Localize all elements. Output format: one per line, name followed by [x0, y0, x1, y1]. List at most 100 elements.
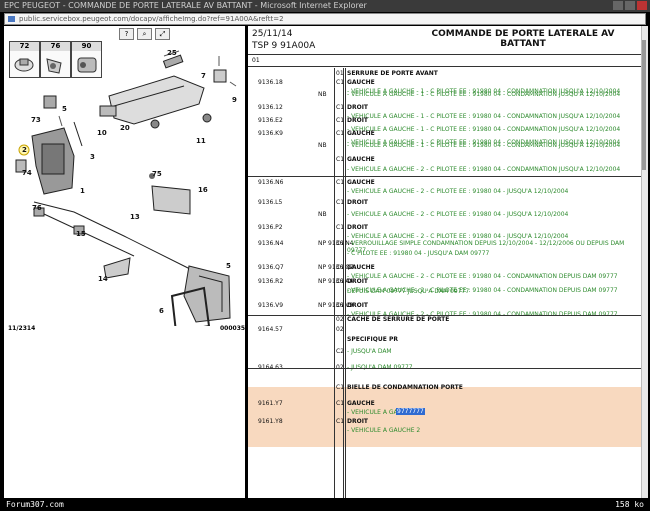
part-applicability: - VEHICULE A GAUCHE - 2 - C PILOTE EE : … — [347, 287, 618, 294]
part-reference: 9161.Y8 — [258, 418, 283, 425]
part-description: DROIT — [347, 278, 369, 285]
part-quantity: C1 — [336, 264, 345, 271]
parts-list-pane: 25/11/14 TSP 9 91A00A COMMANDE DE PORTE … — [248, 26, 641, 498]
part-description: GAUCHE — [347, 179, 375, 186]
handle-rod-shape — [162, 54, 184, 69]
callout-3: 3 — [90, 153, 95, 161]
part-applicability: - VERROUILLAGE SIMPLE CONDAMNATION DEPUI… — [347, 240, 625, 254]
part-description: BIELLE DE CONDAMNATION PORTE — [347, 384, 463, 391]
inner-handle-shape — [183, 265, 231, 323]
leader-lines — [58, 50, 237, 127]
thumbnail-90[interactable]: 90 — [71, 41, 102, 78]
part-description: SPECIFIQUE PR — [347, 336, 398, 343]
thumbnail-label: 76 — [41, 42, 70, 51]
callout-76: 76 — [32, 204, 42, 212]
close-icon[interactable] — [637, 1, 647, 10]
part-description: GAUCHE — [347, 130, 375, 137]
callout-74: 74 — [22, 169, 32, 177]
part-applicability: - VEHICULE A GAUCHE - 1 - C PILOTE EE : … — [347, 139, 621, 146]
part-reference: 9136.12 — [258, 104, 283, 111]
cable-line — [43, 213, 135, 257]
vertical-scrollbar[interactable] — [641, 26, 648, 498]
part-quantity: C1 — [336, 384, 345, 391]
column-divider — [343, 68, 344, 498]
bezel-part-shape — [170, 286, 211, 326]
model-code: TSP 9 91A00A — [252, 41, 316, 51]
part-applicability: - VEHICULE A GAUCHE - 1 - C PILOTE EE : … — [347, 126, 621, 133]
part-reference: 9136.R2 — [258, 278, 284, 285]
support-part-shape — [151, 185, 191, 215]
lock-mechanism-shape — [41, 143, 65, 175]
window-title-bar: EPC PEUGEOT - COMMANDE DE PORTE LATERALE… — [0, 0, 650, 12]
zoom-button[interactable]: ⌕ — [137, 28, 152, 40]
part-note-code: NP 9136 N4 — [318, 240, 354, 247]
spring-part-shape — [99, 105, 117, 117]
status-site: Forum307.com — [6, 500, 64, 509]
screw-part-shape — [149, 173, 155, 179]
part-applicability: - VEHICULE A GAUCHE - 1 - C PILOTE EE : … — [347, 142, 621, 149]
part-applicability: - JUSQU'A DAM — [347, 348, 392, 355]
minimize-icon[interactable] — [613, 1, 623, 10]
part-note-code: NP 9136 A4 — [318, 278, 354, 285]
part-reference: 9136.N4 — [258, 240, 284, 247]
diagram-code: 00003541 — [220, 325, 254, 332]
window-controls — [613, 1, 647, 10]
status-bar: Forum307.com 158 ko — [0, 498, 650, 511]
part-quantity: C1 — [336, 179, 345, 186]
thumbnail-label: 90 — [72, 42, 101, 51]
part-reference: 9136.P2 — [258, 224, 283, 231]
callout-5b: 5 — [226, 262, 231, 270]
part-applicability: - VEHICULE A GAUCHE - 1 - C PILOTE EE : … — [347, 113, 621, 120]
part-reference: 9164.63 — [258, 364, 283, 371]
address-bar[interactable]: public.servicebox.peugeot.com/docapv/aff… — [4, 13, 646, 25]
part-reference: 9161.Y7 — [258, 400, 283, 407]
part-quantity: 02 — [336, 326, 344, 333]
handle-inner-line — [113, 85, 185, 107]
clip-part-shape — [213, 69, 227, 83]
part-quantity: C1 — [336, 240, 345, 247]
part-illustration — [14, 58, 34, 72]
status-size: 158 ko — [615, 500, 644, 509]
part-quantity: 01 — [336, 70, 344, 77]
page-icon — [8, 16, 15, 22]
part-applicability: - VEHICULE A GAUCHE - 2 - C PILOTE EE : … — [347, 311, 618, 318]
part-illustration — [77, 57, 97, 73]
part-note-code: NP 9136 V9 — [318, 302, 354, 309]
column-divider — [334, 68, 335, 498]
rod-line — [73, 121, 83, 147]
help-button[interactable]: ? — [119, 28, 134, 40]
striker-part-shape — [43, 95, 57, 109]
selected-row-highlight — [248, 387, 641, 447]
part-reference: 9136.V9 — [258, 302, 284, 309]
part-quantity: C2 — [336, 348, 345, 355]
part-reference: 9164.57 — [258, 326, 283, 333]
selected-text[interactable]: 9777777 — [396, 408, 425, 415]
highlight-marker-icon — [18, 144, 30, 156]
callout-25: 25 — [167, 49, 177, 57]
part-applicability: DEPUIS DAM 09777 JUSQU'A DAM 09777 — [347, 288, 470, 295]
part-description: CACHE DE SERRURE DE PORTE — [347, 316, 450, 323]
clip-part-shape — [73, 225, 85, 235]
maximize-icon[interactable] — [625, 1, 635, 10]
thumbnail-72[interactable]: 72 — [9, 41, 40, 78]
part-quantity: C1 — [336, 302, 345, 309]
screw-part-shape — [150, 119, 160, 129]
callout-2: 2 — [22, 146, 27, 154]
part-note-code: NB — [318, 91, 327, 98]
part-description: DROIT — [347, 199, 369, 206]
part-applicability: - VEHICULE A GAUCHE 2 — [347, 409, 421, 416]
part-description: DROIT — [347, 104, 369, 111]
part-description: DROIT — [347, 224, 369, 231]
thumbnail-strip: 72 76 90 — [9, 41, 102, 78]
diagram-toolbar: ? ⌕ ⤢ — [119, 28, 170, 40]
scrollbar-thumb[interactable] — [642, 40, 646, 170]
thumbnail-76[interactable]: 76 — [40, 41, 71, 78]
part-quantity: C1 — [336, 199, 345, 206]
part-applicability: - VEHICULE A GAUCHE - 1 - C PILOTE EE : … — [347, 91, 621, 98]
row-divider — [248, 368, 641, 369]
fullscreen-button[interactable]: ⤢ — [155, 28, 170, 40]
callout-7: 7 — [201, 72, 206, 80]
screw-part-shape — [202, 113, 212, 123]
part-reference: 9136.N6 — [258, 179, 284, 186]
catalog-date: 25/11/14 — [252, 29, 293, 39]
